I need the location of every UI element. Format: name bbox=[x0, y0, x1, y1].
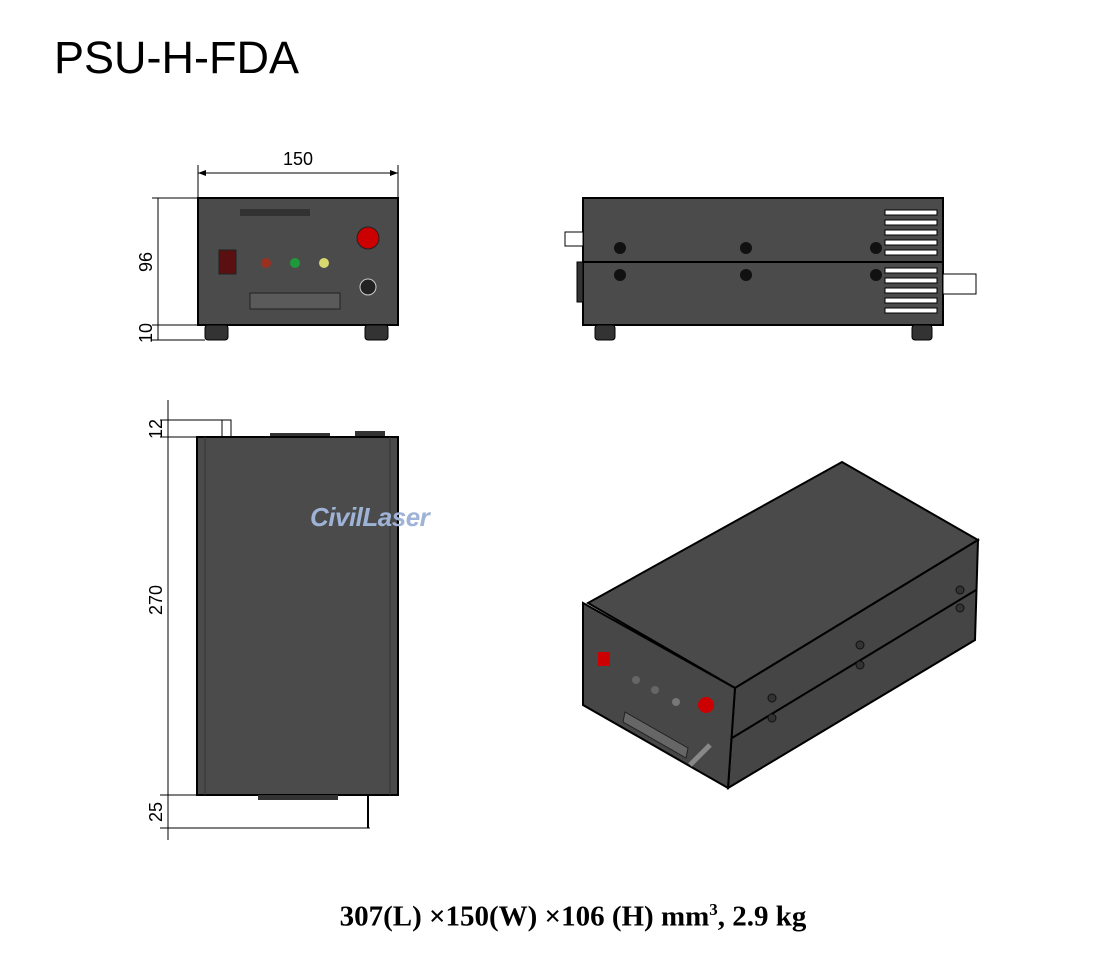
caption-tail: , 2.9 kg bbox=[717, 900, 807, 933]
dim-width: 150 bbox=[283, 149, 313, 169]
caption: 307(L) ×150(W) ×106 (H) mm3, 2.9 kg bbox=[0, 900, 1105, 934]
caption-text: 307(L) ×150(W) ×106 (H) mm bbox=[339, 900, 710, 933]
dim-rear-offset: 25 bbox=[146, 802, 166, 822]
front-view: 150 96 10 bbox=[136, 149, 399, 343]
page-title: PSU-H-FDA bbox=[54, 32, 299, 83]
watermark-logo: CivilLaser bbox=[310, 502, 430, 532]
dim-height: 96 bbox=[136, 252, 156, 272]
dim-length: 270 bbox=[146, 585, 166, 615]
top-view: 12 270 25 bbox=[146, 400, 399, 840]
side-view bbox=[564, 197, 977, 341]
dim-top-offset: 12 bbox=[146, 419, 166, 439]
dim-feet: 10 bbox=[136, 323, 156, 343]
isometric-view bbox=[582, 460, 980, 790]
caption-sup: 3 bbox=[709, 900, 718, 919]
